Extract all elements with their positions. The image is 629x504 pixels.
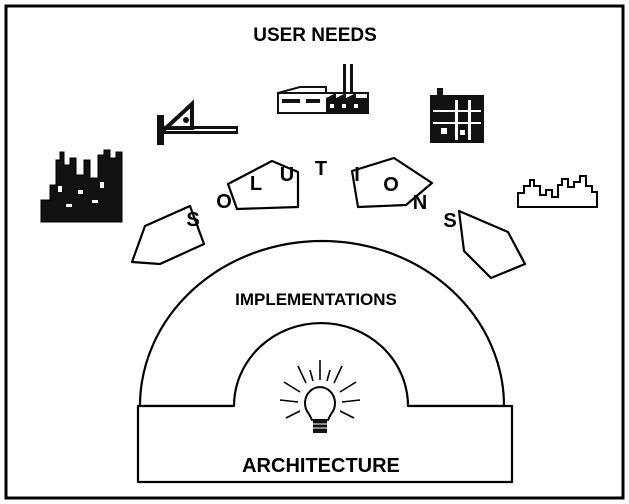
solutions-arrow-3 bbox=[350, 156, 434, 209]
factory-complex-icon bbox=[40, 149, 123, 223]
architecture-label: ARCHITECTURE bbox=[242, 455, 400, 477]
building-construction-icon bbox=[430, 88, 484, 143]
solutions-label: S O L U T I O N S bbox=[186, 158, 456, 232]
solutions-letter-2: O bbox=[216, 191, 232, 213]
solutions-letter-8: N bbox=[413, 192, 427, 214]
city-skyline-icon bbox=[517, 175, 598, 208]
factory-icon bbox=[277, 64, 369, 114]
solutions-arrow-1 bbox=[130, 204, 206, 266]
implementations-label: IMPLEMENTATIONS bbox=[235, 290, 397, 309]
drafting-tool-icon bbox=[157, 99, 238, 145]
user-needs-title: USER NEEDS bbox=[253, 25, 377, 46]
solutions-letter-1: S bbox=[186, 209, 199, 231]
solutions-letter-4: U bbox=[280, 164, 294, 186]
solutions-letter-7: O bbox=[383, 174, 399, 196]
lightbulb-icon bbox=[279, 360, 361, 433]
solutions-arrow-2 bbox=[226, 159, 300, 211]
diagram-frame bbox=[4, 4, 625, 500]
solutions-letter-5: T bbox=[315, 158, 327, 180]
solutions-letter-3: L bbox=[250, 173, 262, 195]
solutions-letter-6: I bbox=[354, 164, 360, 186]
solutions-arrow-4 bbox=[457, 209, 527, 280]
solutions-letter-9: S bbox=[443, 210, 456, 232]
